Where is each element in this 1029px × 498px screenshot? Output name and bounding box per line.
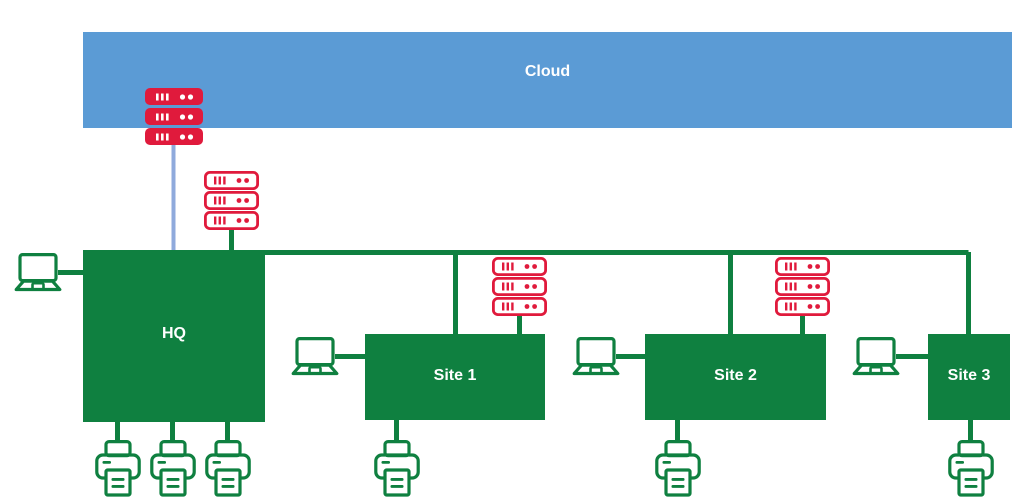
printers-layer <box>95 440 994 497</box>
laptop-site1-icon[interactable] <box>291 337 339 376</box>
printer-hq-3-icon[interactable] <box>205 440 251 497</box>
nodes-layer <box>83 32 1012 422</box>
site2-server-icon[interactable] <box>775 256 830 317</box>
hq-node[interactable] <box>83 250 265 422</box>
hq-server-icon[interactable] <box>203 170 260 231</box>
cloud-server-icon[interactable] <box>145 88 203 145</box>
printer-site1-icon[interactable] <box>374 440 420 497</box>
site3-node[interactable] <box>928 334 1010 420</box>
printer-hq-2-icon[interactable] <box>150 440 196 497</box>
site1-server-icon[interactable] <box>491 256 547 317</box>
site1-node[interactable] <box>365 334 545 420</box>
cloud-node[interactable] <box>83 32 1012 128</box>
printer-hq-1-icon[interactable] <box>95 440 141 497</box>
laptop-hq-icon[interactable] <box>14 253 62 292</box>
links-layer <box>58 140 973 442</box>
site2-node[interactable] <box>645 334 826 420</box>
printer-site2-icon[interactable] <box>655 440 701 497</box>
laptop-site3-icon[interactable] <box>852 337 900 376</box>
laptop-site2-icon[interactable] <box>572 337 620 376</box>
printer-site3-icon[interactable] <box>948 440 994 497</box>
